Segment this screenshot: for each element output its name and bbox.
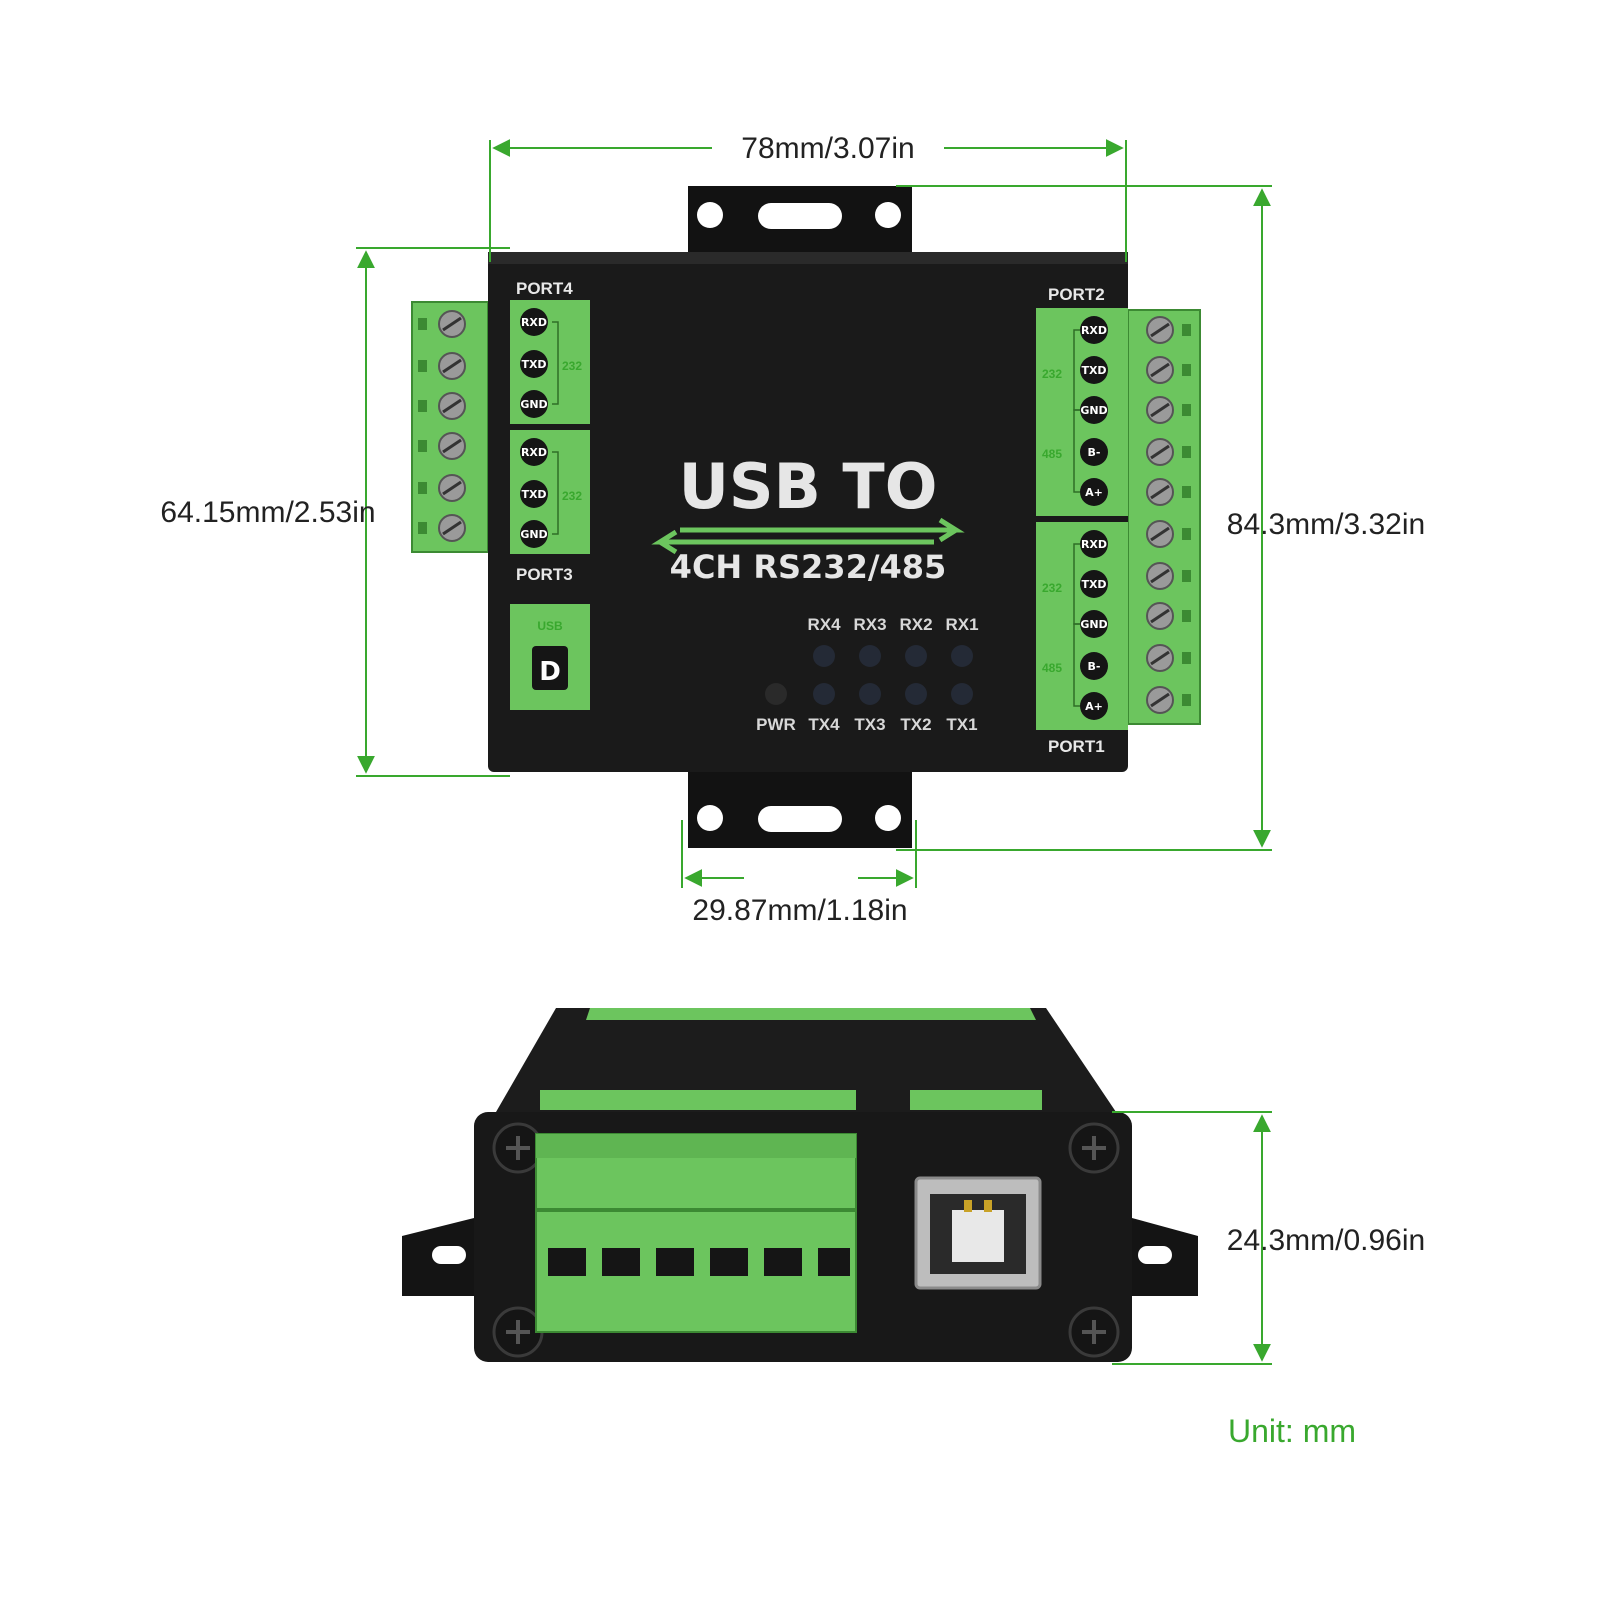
top-view: PORT4 RXD TXD GND 232 RXD TXD GND 232 PO… [411, 186, 1201, 848]
led-label-tx1: TX1 [946, 715, 977, 734]
side-mount-left [402, 1218, 474, 1296]
right-terminal-block [1127, 309, 1201, 725]
port1-pin-txd: TXD [1081, 578, 1106, 591]
port1-label: PORT1 [1048, 737, 1105, 756]
unit-note: Unit: mm [1228, 1413, 1356, 1449]
led-label-rx3: RX3 [853, 615, 886, 634]
port1-pin-b: B- [1088, 660, 1101, 673]
device-title-line2: 4CH RS232/485 [670, 548, 947, 586]
port4-mode: 232 [562, 359, 582, 373]
dimension-depth-left: 64.15mm/2.53in [160, 247, 510, 777]
dimension-height-label: 24.3mm/0.96in [1227, 1224, 1425, 1257]
bolt-icon [1068, 1122, 1120, 1174]
port4-pin-txd: TXD [521, 358, 546, 371]
port2-label: PORT2 [1048, 285, 1105, 304]
left-terminal-block [411, 301, 489, 553]
led-panel: RX4 RX3 RX2 RX1 PWR TX4 TX3 TX2 TX1 [756, 615, 978, 734]
port2-label-group: PORT2 RXD TXD GND B- A+ 232 485 [1036, 285, 1128, 516]
dimension-width: 78mm/3.07in [489, 132, 1127, 262]
bolt-icon [492, 1306, 544, 1358]
port3-label-group: RXD TXD GND 232 PORT3 [510, 430, 590, 584]
port1-pin-gnd: GND [1080, 618, 1107, 631]
port3-pin-gnd: GND [520, 528, 547, 541]
dimension-mount-spacing: 29.87mm/1.18in [681, 820, 917, 927]
port1-mode-485: 485 [1042, 661, 1062, 675]
port3-pin-rxd: RXD [521, 446, 547, 459]
led-label-tx2: TX2 [900, 715, 931, 734]
port4-pin-rxd: RXD [521, 316, 547, 329]
bolt-icon [492, 1122, 544, 1174]
port4-label: PORT4 [516, 279, 573, 298]
led-label-tx4: TX4 [808, 715, 840, 734]
usb-port-top: USB D [510, 604, 590, 710]
port2-mode-485: 485 [1042, 447, 1062, 461]
enclosure-top [488, 252, 1128, 772]
port2-pin-txd: TXD [1081, 364, 1106, 377]
led-label-rx2: RX2 [899, 615, 932, 634]
port1-pin-a: A+ [1085, 700, 1103, 713]
port4-label-group: PORT4 RXD TXD GND 232 [510, 279, 590, 424]
port3-pin-txd: TXD [521, 488, 546, 501]
port2-mode-232: 232 [1042, 367, 1062, 381]
led-label-pwr: PWR [756, 715, 796, 734]
port3-mode: 232 [562, 489, 582, 503]
usb-b-connector [914, 1176, 1042, 1290]
port3-label: PORT3 [516, 565, 573, 584]
led-label-tx3: TX3 [854, 715, 885, 734]
bolt-icon [1068, 1306, 1120, 1358]
side-terminal-plug [535, 1133, 857, 1333]
port1-mode-232: 232 [1042, 581, 1062, 595]
dimension-width-label: 78mm/3.07in [741, 132, 914, 165]
dimension-depth-right: 84.3mm/3.32in [896, 185, 1425, 851]
port2-pin-rxd: RXD [1081, 324, 1107, 337]
led-label-rx4: RX4 [807, 615, 841, 634]
side-mount-right [1132, 1218, 1198, 1296]
port2-pin-gnd: GND [1080, 404, 1107, 417]
direction-arrows [651, 517, 965, 555]
mount-ear-bottom [688, 770, 912, 848]
dimension-depth-left-label: 64.15mm/2.53in [160, 496, 375, 529]
usb-glyph: D [539, 657, 561, 687]
mount-ear-top [688, 186, 912, 262]
dimension-height: 24.3mm/0.96in [1112, 1111, 1425, 1365]
port4-pin-gnd: GND [520, 398, 547, 411]
dimension-depth-right-label: 84.3mm/3.32in [1227, 508, 1425, 541]
port1-pin-rxd: RXD [1081, 538, 1107, 551]
side-view [402, 1008, 1198, 1362]
device-title-line1: USB TO [679, 450, 938, 523]
usb-label: USB [537, 619, 563, 633]
port1-label-group: RXD TXD GND B- A+ 232 485 PORT1 [1036, 522, 1128, 756]
port2-pin-b: B- [1088, 446, 1101, 459]
port2-pin-a: A+ [1085, 486, 1103, 499]
dimension-mount-spacing-label: 29.87mm/1.18in [692, 894, 907, 927]
led-label-rx1: RX1 [945, 615, 978, 634]
